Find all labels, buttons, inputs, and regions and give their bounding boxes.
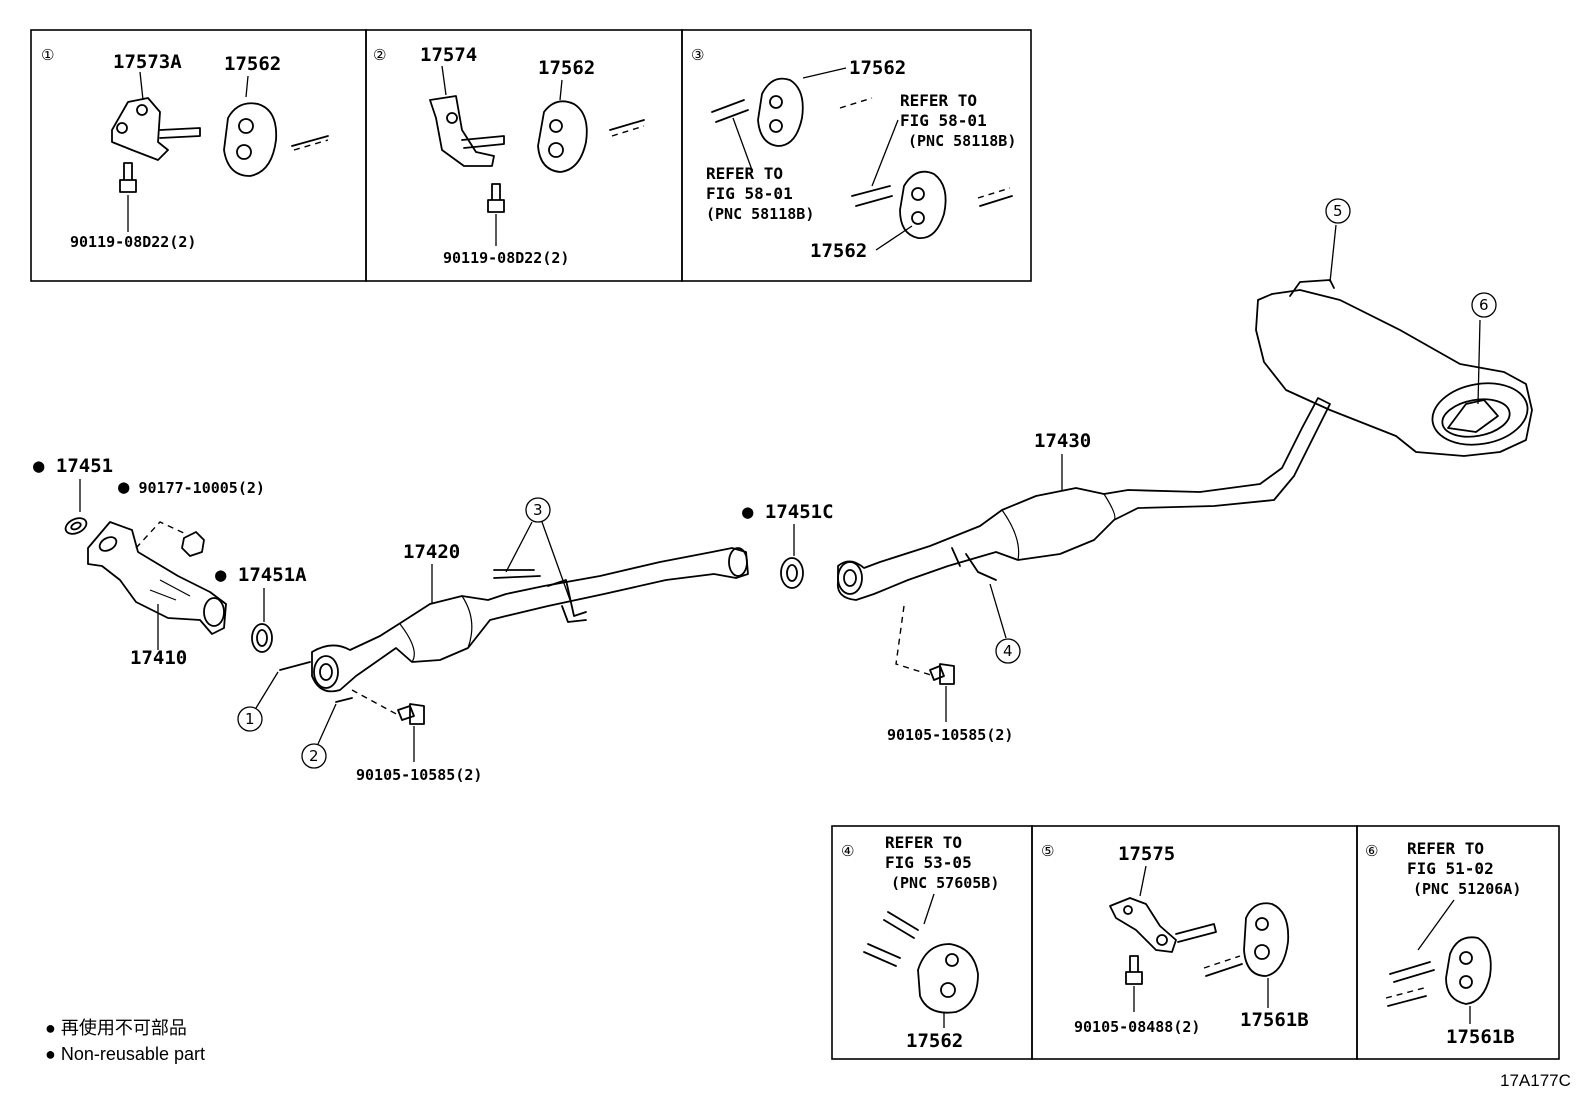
nut-icon [181,531,205,557]
inset-box-4: ④ REFER TO FIG 53-05 (PNC 57605B) 17562 [831,825,1033,1060]
bolt-icon [1125,955,1143,985]
label-bolt-90105-08488: 90105-08488(2) [1074,1018,1200,1036]
rubber-cushion-icon [917,943,979,1014]
legend-english: ● Non-reusable part [45,1044,205,1064]
refer-pnc-text: (PNC 58118B) [908,132,1016,150]
inset-box-3: ③ 17562 REFER TO FIG 58-01 (PNC 58118B) … [681,29,1032,282]
inset-box-6: ⑥ REFER TO FIG 51-02 (PNC 51206A) 17561B [1356,825,1560,1060]
bolt-icon [929,663,955,685]
refer-to-text: REFER TO [900,91,977,110]
front-pipe-assembly: ● 17451 ● 90177-10005(2) 17410 ● 17451A [33,455,307,669]
callout-4 [995,638,1021,664]
label-bolt-90119: 90119-08D22(2) [70,233,196,251]
label-bolt-90105: 90105-10585(2) [356,766,482,784]
callout-3-label: 3 [533,501,543,519]
inset-box-5: ⑤ 17575 90105-08488(2) 17561B [1031,825,1358,1060]
rubber-cushion-icon [1243,902,1290,977]
gasket-icon [780,557,804,589]
label-17562: 17562 [810,240,867,262]
rubber-cushion-icon [899,170,947,239]
label-17573a: 17573A [113,51,182,73]
tail-pipe-assembly: 17430 5 6 4 90105-10585(2) [836,198,1533,744]
legend-japanese: ● 再使用不可部品 [45,1018,187,1038]
inset-marker-5: ⑤ [1041,842,1054,860]
callout-5 [1325,198,1351,224]
label-17562: 17562 [538,57,595,79]
callout-2-label: 2 [309,747,319,765]
bolt-icon [487,183,505,213]
callout-3 [525,497,551,523]
refer-to-text: REFER TO [1407,839,1484,858]
label-17562: 17562 [849,57,906,79]
center-pipe-icon [311,547,749,693]
inset-box-2: ② 17574 17562 90119-08D22(2) [365,29,683,282]
label-17420: 17420 [403,541,460,563]
callout-1-label: 1 [245,710,255,728]
label-17451: ● 17451 [33,455,113,477]
refer-to-text: REFER TO [885,833,962,852]
inset-marker-4: ④ [841,842,854,860]
legend: ● 再使用不可部品 ● Non-reusable part [45,1018,205,1064]
tail-pipe-icon [836,397,1331,601]
diagram-code: 17A177C [1500,1071,1571,1090]
label-17561b: 17561B [1446,1026,1515,1048]
inset-marker-2: ② [373,46,386,64]
hanger-bracket-icon [429,95,495,167]
label-17410: 17410 [130,647,187,669]
refer-pnc-text: (PNC 58118B) [706,205,814,223]
rubber-cushion-icon [1445,936,1492,1005]
callout-2 [301,743,327,769]
refer-pnc-text: (PNC 51206A) [1413,880,1521,898]
rubber-cushion-icon [757,77,804,147]
callout-6-label: 6 [1479,296,1489,314]
rubber-cushion-icon [537,100,588,173]
refer-fig-text: FIG 53-05 [885,853,972,872]
inset-marker-3: ③ [691,46,704,64]
refer-fig-text: FIG 58-01 [900,111,987,130]
callout-6 [1471,292,1497,318]
callout-4-label: 4 [1003,642,1013,660]
bolt-icon [397,703,425,725]
label-17451a: ● 17451A [215,564,307,586]
inset-box-1: ① 17573A 17562 90119-08D22(2) [30,29,367,282]
label-17575: 17575 [1118,843,1175,865]
gasket-17451c-group: ● 17451C [742,501,834,589]
label-bolt-90119: 90119-08D22(2) [443,249,569,267]
refer-fig-text: FIG 51-02 [1407,859,1494,878]
label-17562: 17562 [224,53,281,75]
label-17451c: ● 17451C [742,501,834,523]
hanger-bracket-icon [111,97,169,161]
gasket-icon [64,517,88,535]
label-17561b: 17561B [1240,1009,1309,1031]
gasket-icon [251,623,273,653]
label-17562: 17562 [906,1030,963,1052]
label-bolt-90105: 90105-10585(2) [887,726,1013,744]
inset-marker-1: ① [41,46,54,64]
refer-fig-text: FIG 58-01 [706,184,793,203]
callout-1 [237,706,263,732]
center-pipe-assembly: 17420 90105-10585(2) 1 2 3 [237,497,749,784]
inset-marker-6: ⑥ [1365,842,1378,860]
rubber-cushion-icon [223,102,278,177]
label-nut-90177: ● 90177-10005(2) [118,476,265,498]
front-pipe-icon [87,521,227,635]
bolt-icon [119,162,137,193]
refer-pnc-text: (PNC 57605B) [891,874,999,892]
label-17430: 17430 [1034,430,1091,452]
muffler-icon [1255,289,1533,457]
callout-5-label: 5 [1333,202,1343,220]
refer-to-text: REFER TO [706,164,783,183]
label-17574: 17574 [420,44,477,66]
hanger-bracket-icon [1109,897,1177,953]
